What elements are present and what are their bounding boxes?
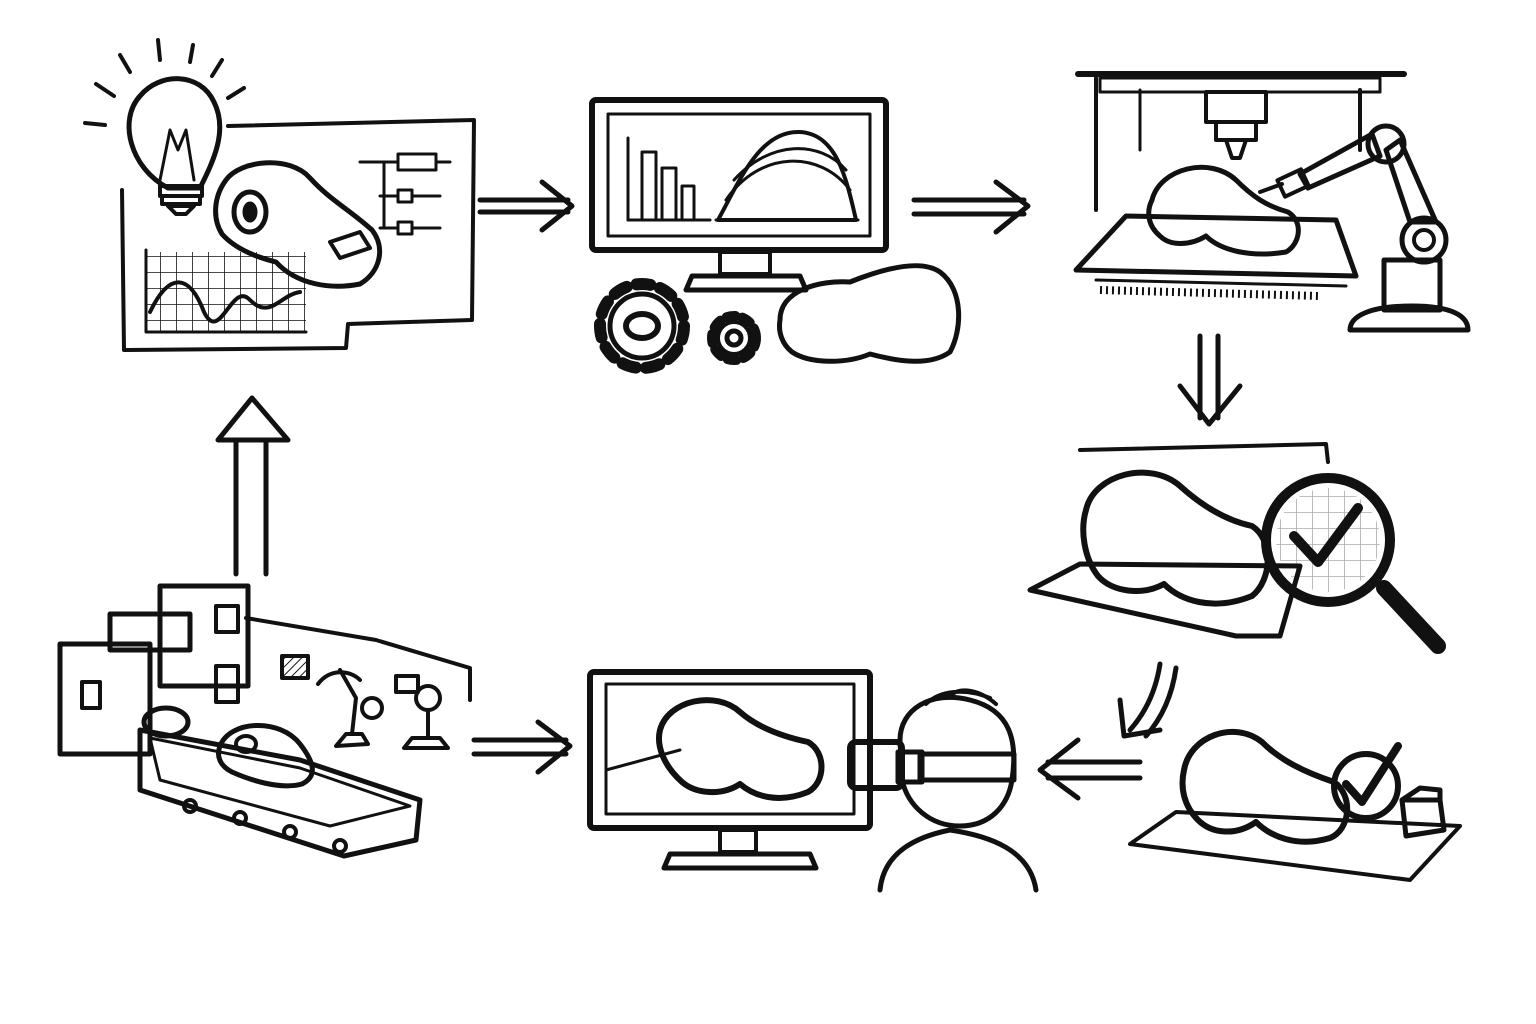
gear-icon-small [707,311,761,365]
mesh-model-icon [777,263,962,364]
stage-additive-manufacturing [1073,71,1471,333]
gear-icon [594,278,690,374]
checkmark-icon [1289,503,1363,567]
inspection-plate [1027,561,1303,639]
lattice-part-icon [1179,729,1351,845]
check-badge-icon [1331,742,1402,821]
stage-concept-design [83,38,476,352]
lattice-part-icon [1080,469,1271,607]
flow-arrows [215,179,1243,801]
stage-inspection [1027,442,1446,654]
line-chart-icon [144,248,308,334]
slider-controls-icon [358,152,452,236]
lightbulb-icon [83,38,246,216]
arrow-inspection-to-validation [1117,661,1179,739]
conveyor-icon [137,727,423,859]
stage-production [57,583,472,859]
bar-chart-icon [626,136,712,222]
cad-part-icon [213,160,383,289]
robot-arm-icon [280,654,450,750]
stage-simulation-optimization [589,97,962,374]
lattice-part-icon [656,697,825,801]
robot-arm-icon [1258,123,1471,333]
part-icon [141,705,315,789]
monitor-icon [587,669,873,871]
arrow-manufacturing-to-inspection [1177,333,1243,427]
print-head-icon [1075,71,1407,212]
monitor-icon [589,97,889,293]
arrow-production-to-design [215,395,291,577]
lattice-part-icon [1146,164,1301,257]
validation-plate [1128,810,1462,882]
factory-icon [57,583,472,757]
arrow-validation-to-review [1037,737,1143,801]
cube-icon [1399,785,1447,839]
person-icon [877,688,1039,893]
arrow-simulation-to-manufacturing [911,179,1031,235]
build-plate-icon [1073,213,1359,300]
magnifier-icon [1261,473,1446,654]
surface-plot-icon [714,129,860,222]
arrow-design-to-simulation [477,179,575,233]
stage-virtual-review [587,669,1039,893]
arrow-production-to-review [471,719,573,775]
design-panel-frame [120,118,476,352]
stage-validation [1128,729,1462,882]
vr-headset-icon [847,739,1017,791]
